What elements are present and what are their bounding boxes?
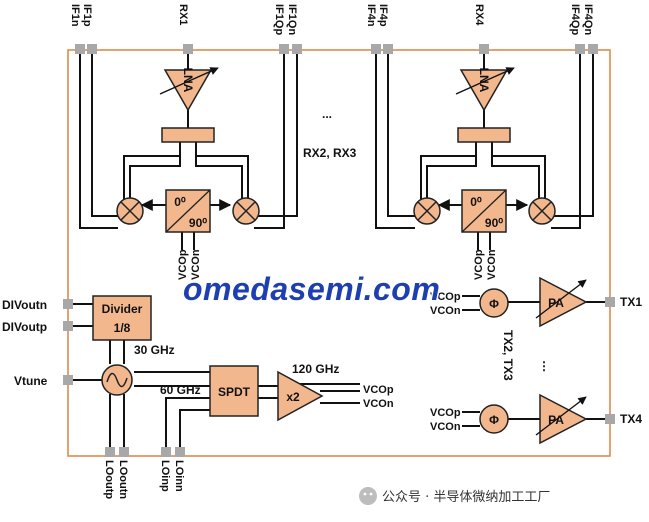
mixer-i	[413, 197, 441, 225]
tx-mid-label: TX2, TX3	[501, 330, 515, 381]
pin-tx4-label: TX4	[620, 412, 642, 426]
phase-shifter: Φ	[479, 404, 509, 434]
rx-mid-label: RX2, RX3	[303, 146, 357, 160]
rx-ellipsis: ...	[322, 107, 332, 121]
tx1-channel: Φ PA	[462, 276, 606, 328]
vco-out-n-label: VCOn	[363, 398, 394, 410]
pin-if4qp: IF4Qp	[569, 4, 581, 35]
pa-label: PA	[548, 296, 564, 310]
rx1-vcon-label: VCOn	[190, 249, 202, 280]
tx4-vcop-label: VCOp	[430, 407, 461, 419]
tx1-vcon-label: VCOn	[430, 305, 461, 317]
pin-vtune: Vtune	[14, 374, 48, 388]
pin-if4p: IF4p	[377, 4, 389, 27]
pin-looutp: LOoutp	[103, 460, 115, 499]
pin-divoutn: DIVoutn	[2, 298, 47, 312]
mixer-q	[232, 197, 260, 225]
frequency-doubler	[277, 370, 324, 422]
power-amplifier	[539, 393, 588, 445]
divider-ratio: 1/8	[114, 321, 131, 335]
power-splitter	[161, 127, 215, 143]
tx4-channel: Φ PA	[462, 393, 606, 445]
spdt-switch	[209, 365, 259, 417]
pin-if1qn: IF1Qn	[286, 4, 298, 35]
pin-if1n: IF1n	[69, 4, 81, 27]
footer-text: 公众号 · 半导体微纳加工工厂	[382, 490, 550, 505]
chip-outline	[67, 49, 611, 457]
vco-oscillator	[101, 364, 133, 396]
lo-chain: Divider 1/8 SPDT x2 30 GHz 60 GHz 120 GH…	[68, 295, 394, 452]
pin-rx1: RX1	[177, 4, 189, 25]
tx4-vcon-label: VCOn	[430, 421, 461, 433]
freq-30-label: 30 GHz	[134, 343, 175, 357]
divider-block	[92, 295, 152, 341]
phase-0-label: 0⁰	[174, 195, 186, 209]
lna-label: LNA	[181, 68, 195, 93]
left-pins	[63, 299, 73, 385]
mixer-i	[116, 197, 144, 225]
pin-loinn: LOinn	[173, 460, 185, 492]
pin-if4n: IF4n	[365, 4, 377, 27]
freq-120-label: 120 GHz	[292, 362, 339, 376]
pin-if1p: IF1p	[81, 4, 93, 27]
rx1-vcop-label: VCOp	[177, 249, 189, 280]
rx4-channel: LNA 0⁰ 90⁰ VCOp VCOn	[375, 50, 594, 280]
lna-label: LNA	[477, 68, 491, 93]
top-pins	[75, 44, 598, 54]
rx4-vcon-label: VCOn	[486, 249, 498, 280]
vco-out-p-label: VCOp	[363, 384, 394, 396]
pin-divoutp: DIVoutp	[2, 320, 47, 334]
pin-rx4: RX4	[473, 4, 485, 26]
phase-shifter: Φ	[479, 288, 509, 318]
pin-tx4	[605, 414, 615, 424]
power-splitter	[457, 127, 511, 143]
pin-tx1-label: TX1	[620, 295, 642, 309]
pin-tx1	[605, 297, 615, 307]
divider-label: Divider	[102, 302, 143, 316]
pin-if1qp: IF1Qp	[273, 4, 285, 35]
lna-amplifier	[163, 69, 213, 112]
footer-badge	[359, 487, 377, 505]
freq-60-label: 60 GHz	[160, 383, 201, 397]
mixer-q	[528, 197, 556, 225]
bottom-pins	[105, 447, 185, 457]
wechat-icon	[359, 487, 377, 505]
pin-if4qn: IF4Qn	[582, 4, 594, 35]
phase-90-label: 90⁰	[189, 216, 207, 230]
pin-loinp: LOinp	[159, 460, 171, 492]
phi-label: Φ	[489, 413, 499, 427]
phase-90-label: 90⁰	[485, 216, 503, 230]
power-amplifier	[539, 276, 588, 328]
tx1-vcop-label: VCOp	[430, 291, 461, 303]
phase-0-label: 0⁰	[470, 195, 482, 209]
doubler-label: x2	[286, 390, 300, 404]
rx4-vcop-label: VCOp	[473, 249, 485, 280]
spdt-label: SPDT	[218, 385, 251, 399]
pin-looutn: LOoutn	[117, 460, 129, 499]
rx1-channel: LNA 0⁰ 90⁰ VCOp VCOn	[79, 50, 298, 280]
phi-label: Φ	[489, 297, 499, 311]
pa-label: PA	[548, 413, 564, 427]
tx-vdots: ⋮	[538, 359, 550, 373]
watermark-text: omedasemi.com	[183, 271, 440, 307]
lna-amplifier	[459, 69, 509, 112]
